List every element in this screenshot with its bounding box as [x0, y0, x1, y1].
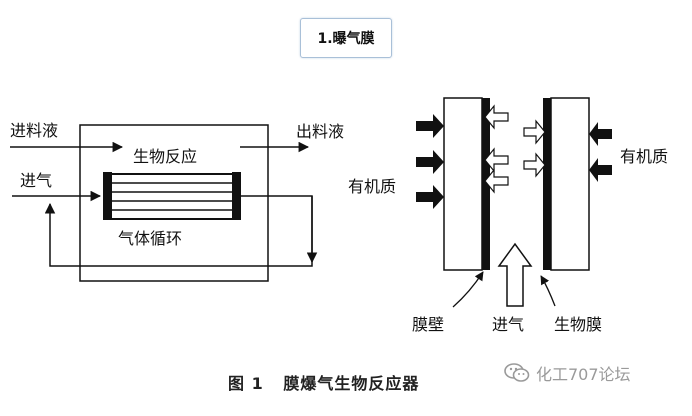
wechat-icon: [504, 363, 530, 382]
section-title: 1.曝气膜: [300, 18, 392, 58]
membrane-wall-label: 膜壁: [412, 315, 444, 334]
watermark-text: 化工707论坛: [536, 365, 631, 384]
caption-row: 图 1 膜爆气生物反应器 化工707论坛: [0, 358, 692, 398]
feed-out-label: 出料液: [296, 122, 344, 141]
membrane-wall-leader: [452, 271, 484, 308]
biofilm-left: [482, 98, 490, 270]
reactor-vessel: [79, 124, 269, 282]
biofilm-label: 生物膜: [554, 315, 602, 334]
figure-caption: 图 1 膜爆气生物反应器: [228, 374, 420, 393]
watermark: 化工707论坛: [504, 360, 631, 386]
biofilm-right: [543, 98, 551, 270]
feed-in-label: 进料液: [10, 121, 58, 140]
membrane-wall-left: [443, 97, 483, 271]
gas-circulation-label: 气体循环: [118, 229, 182, 248]
gas-in-label: 进气: [20, 171, 52, 190]
oxygen-transfer-arrows-right: [523, 119, 546, 178]
membrane-wall-right: [550, 97, 590, 271]
gas-inlet-arrow: [497, 242, 533, 307]
membrane-module: [103, 172, 241, 220]
bioreaction-label: 生物反应: [133, 147, 197, 166]
organic-matter-arrows-left: [416, 114, 444, 209]
gas-recirculation-loop: [44, 195, 313, 267]
organic-matter-right-label: 有机质: [620, 147, 668, 166]
oxygen-transfer-arrows-left: [484, 104, 509, 194]
gas-inlet-label: 进气: [492, 315, 524, 334]
biofilm-leader: [540, 275, 556, 307]
organic-matter-left-label: 有机质: [348, 177, 396, 196]
organic-matter-arrows-right: [589, 122, 612, 182]
